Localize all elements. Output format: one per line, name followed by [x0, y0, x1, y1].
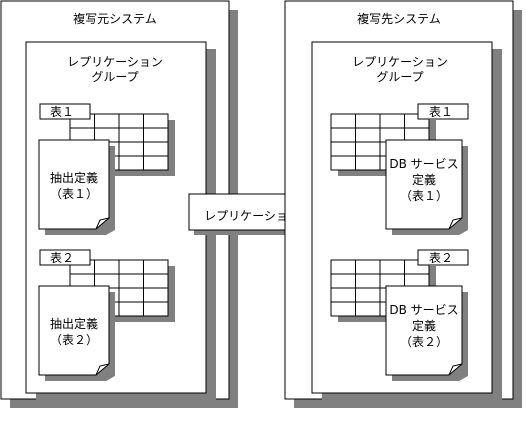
definition-label-line2: 定義 — [412, 318, 436, 333]
source-group-label-line1: レプリケーション — [67, 55, 163, 69]
document-fold-icon — [448, 363, 463, 376]
table-tag-label: 表１ — [50, 105, 74, 119]
target-group-label-line1: レプリケーション — [352, 55, 448, 69]
target-system: 複写先システム レプリケーション グループ 表１ DB サービス 定義 — [284, 0, 522, 408]
document-fold-icon — [95, 217, 110, 230]
target-group-label-line2: グループ — [376, 70, 423, 84]
arrow-label: レプリケーション — [204, 209, 300, 223]
source-system: 複写元システム レプリケーション グループ 表１ 抽出定義 （表１） — [0, 0, 238, 408]
definition-doc — [38, 285, 110, 376]
table-tag-box — [417, 103, 469, 120]
definition-label-line2: （表１） — [50, 187, 98, 201]
table-tag-box — [417, 249, 469, 266]
table-tag-label: 表２ — [50, 251, 74, 265]
definition-label-line1: DB サービス — [389, 157, 458, 171]
definition-doc — [385, 139, 463, 230]
document-fold-icon — [448, 217, 463, 230]
source-table-2: 表２ 抽出定義 （表２） — [38, 249, 175, 381]
source-table-1: 表１ 抽出定義 （表１） — [38, 103, 175, 235]
target-system-title: 複写先システム — [357, 11, 441, 26]
definition-label-line1: DB サービス — [389, 303, 458, 317]
definition-doc — [385, 285, 463, 376]
target-table-1: 表１ DB サービス 定義 （表１） — [330, 103, 469, 235]
table-tag-box — [39, 103, 91, 120]
target-table-2: 表２ DB サービス 定義 （表２） — [330, 249, 469, 381]
definition-label-line2: （表２） — [50, 333, 98, 347]
document-fold-icon — [95, 363, 110, 376]
table-tag-label: 表１ — [429, 105, 453, 119]
definition-label-line3: （表２） — [400, 335, 448, 349]
table-tag-label: 表２ — [429, 251, 453, 265]
source-system-title: 複写元システム — [73, 11, 157, 26]
definition-doc — [38, 139, 110, 230]
definition-label-line1: 抽出定義 — [50, 170, 98, 185]
definition-label-line3: （表１） — [400, 189, 448, 203]
table-tag-box — [39, 249, 91, 266]
definition-label-line2: 定義 — [412, 172, 436, 187]
source-group-label-line2: グループ — [91, 70, 138, 84]
definition-label-line1: 抽出定義 — [50, 316, 98, 331]
